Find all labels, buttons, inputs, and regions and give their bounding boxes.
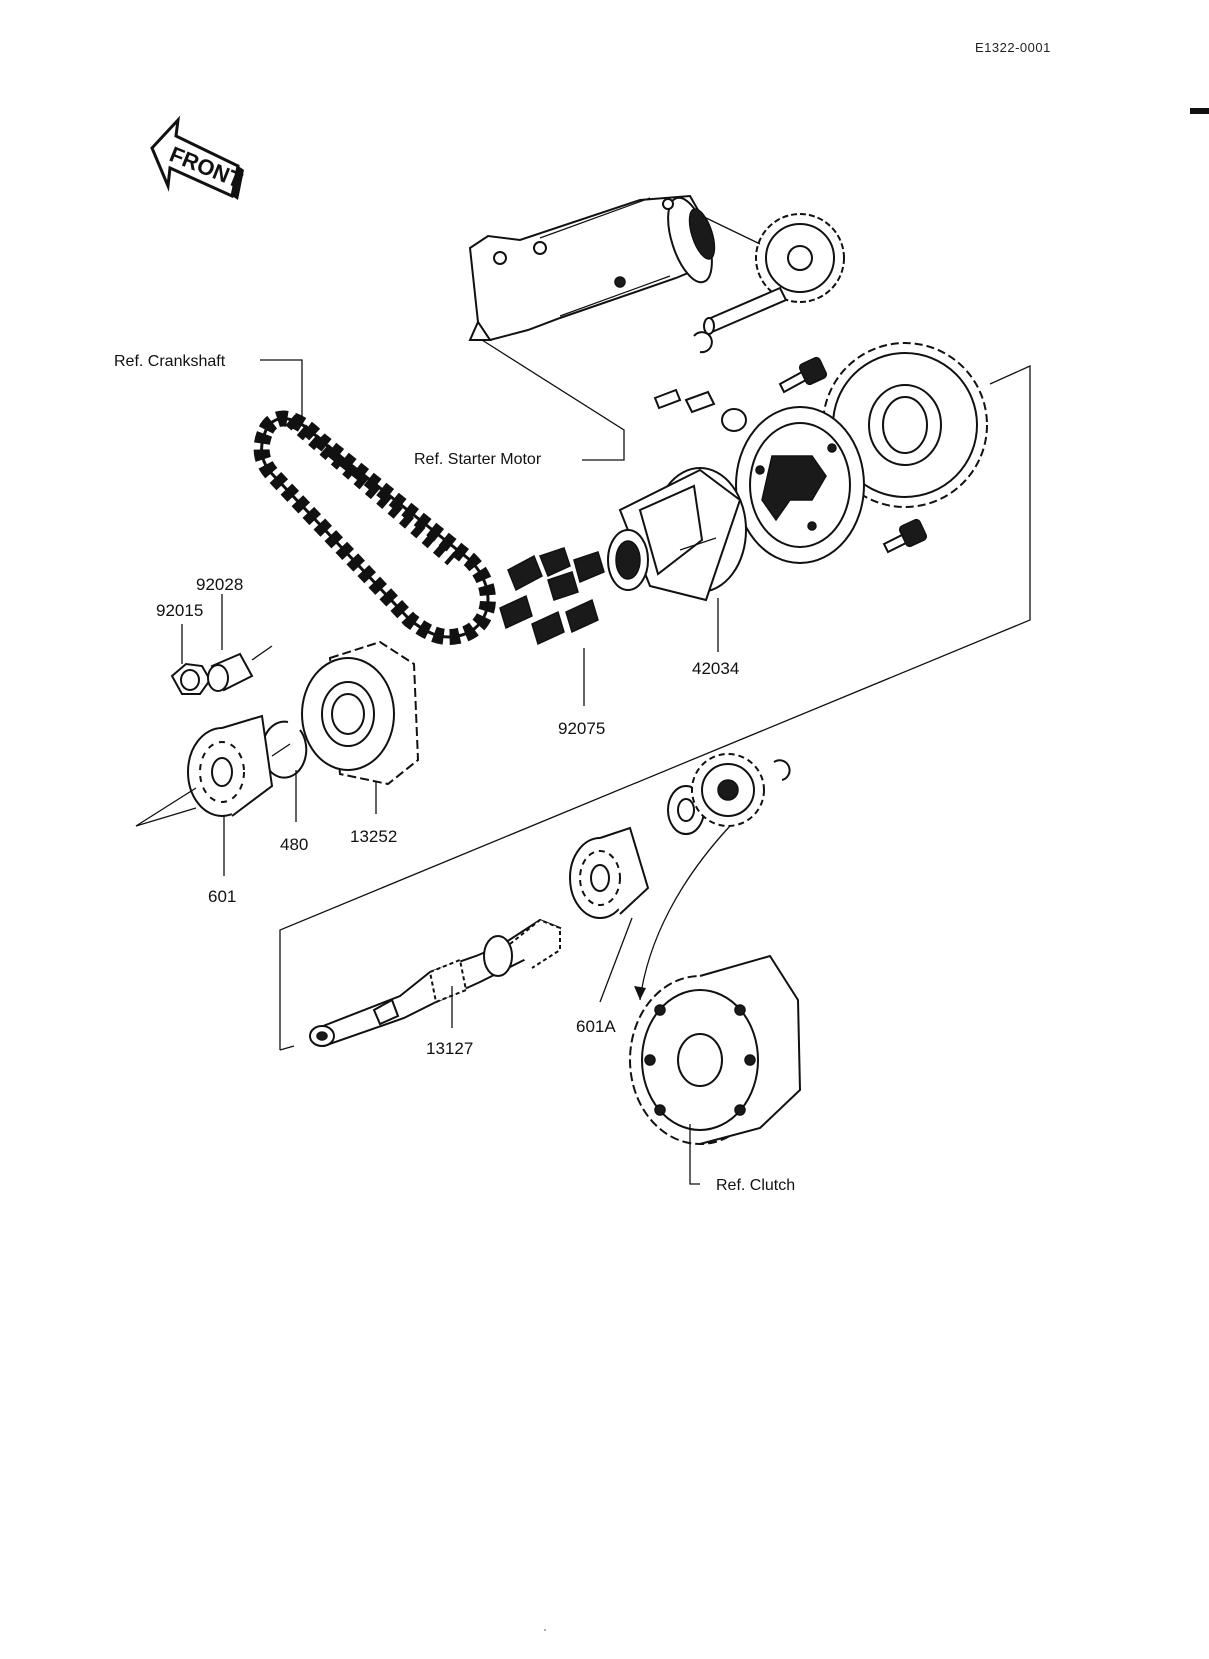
leader-starter-motor [481, 339, 625, 461]
bolt-upper [778, 356, 828, 394]
document-code: E1322-0001 [975, 40, 1051, 55]
group-outline [279, 364, 1031, 1050]
ref-starter-motor-label: Ref. Starter Motor [414, 451, 542, 468]
part-92028-collar [207, 652, 254, 692]
output-sprocket [691, 753, 765, 827]
part-label-92015: 92015 [156, 601, 203, 620]
part-92075-damper [499, 547, 605, 646]
assembly-arrow-head [634, 986, 646, 1000]
part-601-bearing [187, 714, 274, 817]
ref-crankshaft-label: Ref. Crankshaft [114, 353, 226, 370]
part-92015-nut [170, 662, 212, 695]
circlip-small [693, 331, 713, 354]
starter-motor [468, 194, 716, 342]
ref-clutch-label: Ref. Clutch [716, 1177, 795, 1194]
part-label-42034: 42034 [692, 659, 739, 678]
part-42034-hub [607, 467, 747, 602]
axis-line-lower [135, 787, 197, 827]
bolt-lower [882, 518, 928, 554]
starter-clutch-housing [735, 406, 865, 564]
dowel-pins [653, 388, 747, 432]
primary-chain [253, 410, 496, 645]
starter-clutch-gear [822, 342, 988, 508]
clutch-housing [629, 954, 802, 1145]
part-label-601A: 601A [576, 1017, 616, 1036]
axis-line-mid [271, 743, 291, 757]
part-label-13252: 13252 [350, 827, 397, 846]
part-label-13127: 13127 [426, 1039, 473, 1058]
part-label-92075: 92075 [558, 719, 605, 738]
circlip-right [773, 759, 791, 781]
leader-601A [599, 917, 633, 1003]
assembly-arrow [639, 825, 731, 1001]
axis-line-lower-2 [135, 807, 197, 827]
part-480-circlip [261, 720, 308, 779]
group-outline-tick [279, 1045, 295, 1051]
leader-crankshaft [260, 359, 303, 420]
part-label-601: 601 [208, 887, 236, 906]
part-label-480: 480 [280, 835, 308, 854]
part-13127-shaft [309, 918, 562, 1048]
margin-mark [1190, 108, 1209, 114]
front-arrow-icon: FRONT [150, 115, 246, 200]
part-13252-gear [301, 640, 420, 786]
scan-dot [544, 1629, 546, 1631]
axis-line-upper [251, 645, 273, 661]
part-601A-bearing [569, 826, 650, 919]
starter-idler-gear [701, 213, 845, 303]
leader-clutch [689, 1124, 700, 1185]
part-label-92028: 92028 [196, 575, 243, 594]
idler-shaft [703, 286, 788, 335]
